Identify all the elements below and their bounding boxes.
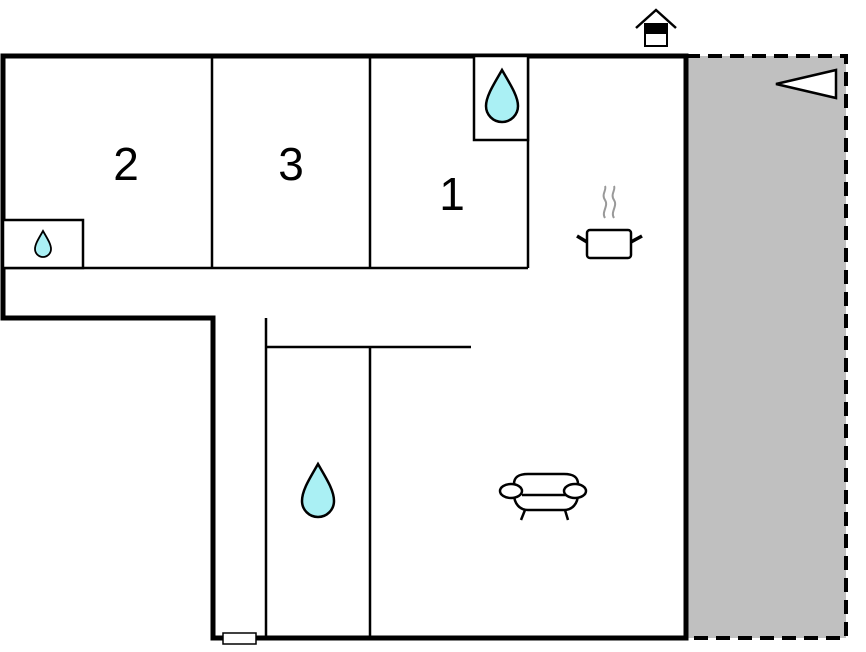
- sofa-icon: [498, 472, 588, 521]
- terrace-direction-icon: [775, 68, 838, 100]
- water-drop-icon: [484, 67, 520, 124]
- cooking-pot-icon: [576, 185, 643, 260]
- room-label-1: 1: [439, 168, 465, 220]
- room-label-3: 3: [278, 138, 304, 190]
- water-drop-icon: [300, 461, 336, 519]
- terrace-border: [686, 54, 848, 640]
- terrace-area: [686, 56, 846, 638]
- ensuite-room1: [472, 54, 530, 142]
- room-label-2: 2: [113, 138, 139, 190]
- bottom-door-marker: [222, 632, 257, 645]
- water-drop-icon: [34, 229, 52, 258]
- entrance-icon: [635, 8, 677, 47]
